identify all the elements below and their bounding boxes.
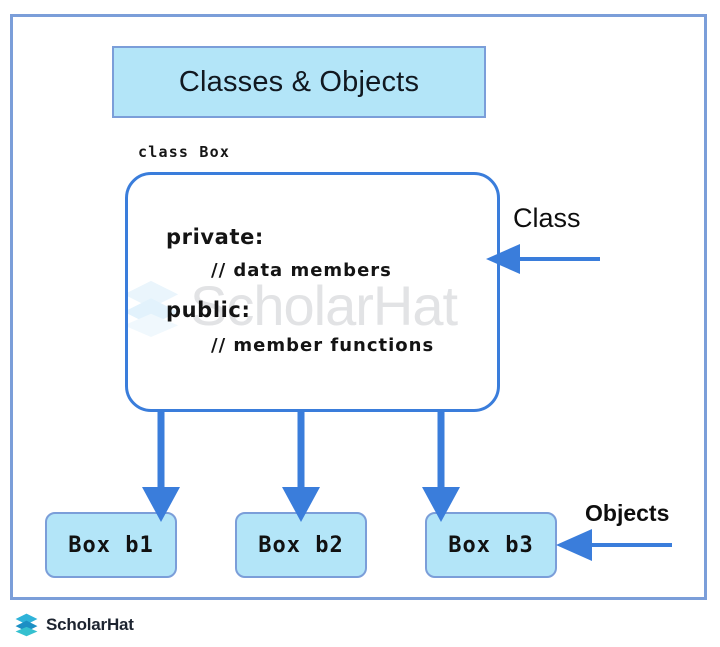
class-member-list: private: // data members public: // memb… bbox=[128, 175, 497, 409]
member-functions-comment: // member functions bbox=[211, 335, 435, 356]
footer-brand: ScholarHat bbox=[14, 612, 134, 637]
private-access-label: private: bbox=[166, 225, 264, 249]
footer-brand-text: ScholarHat bbox=[46, 614, 134, 634]
scholarhat-logo-icon bbox=[14, 612, 39, 637]
class-body-box: ScholarHat private: // data members publ… bbox=[125, 172, 500, 412]
data-members-comment: // data members bbox=[211, 260, 392, 281]
object-box-label: Box b1 bbox=[68, 532, 154, 558]
title-banner: Classes & Objects bbox=[112, 46, 486, 118]
class-caption-label: class Box bbox=[138, 143, 231, 161]
object-box-b1: Box b1 bbox=[45, 512, 177, 578]
objects-annotation-label: Objects bbox=[585, 500, 670, 526]
class-annotation-label: Class bbox=[513, 203, 581, 233]
object-box-b3: Box b3 bbox=[425, 512, 557, 578]
public-access-label: public: bbox=[166, 298, 251, 322]
object-box-label: Box b2 bbox=[258, 532, 344, 558]
page-title: Classes & Objects bbox=[178, 65, 420, 98]
object-box-label: Box b3 bbox=[448, 532, 534, 558]
object-box-b2: Box b2 bbox=[235, 512, 367, 578]
